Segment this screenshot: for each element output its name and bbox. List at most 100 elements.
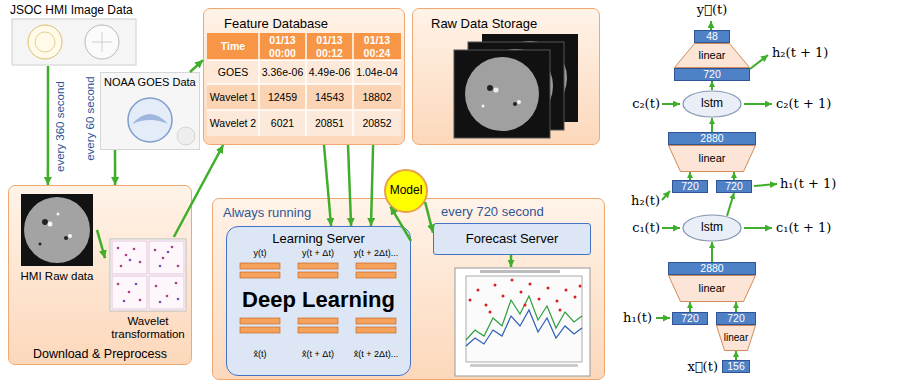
forecast-plot <box>547 287 550 290</box>
hmi-image <box>39 243 42 246</box>
node-title: Always running <box>223 204 323 222</box>
connector-arrow <box>733 172 735 180</box>
hmi-image <box>42 219 48 225</box>
forecast-plot <box>455 268 590 376</box>
wavelet-image <box>125 254 128 257</box>
node-title: 720 <box>673 181 707 192</box>
table-cell: 3.36e-06 <box>260 60 305 84</box>
node-title: linear <box>668 275 756 302</box>
network-bars <box>298 327 338 333</box>
network-bars <box>240 263 280 269</box>
node-title: HMI Raw data <box>17 269 97 285</box>
output-label: y(t + Δt) <box>289 247 347 260</box>
table-header: Time <box>208 33 258 60</box>
table-cell: 1.04e-04 <box>354 60 400 84</box>
node-text: Deep Learning <box>227 285 410 315</box>
node-title: linear <box>674 43 750 68</box>
wavelet-image <box>171 246 174 249</box>
size-box: 720 <box>672 180 708 193</box>
wavelet-image <box>175 282 178 285</box>
output-label: y(t + 2Δt)... <box>347 247 405 260</box>
hmi-image <box>48 222 53 227</box>
wavelet-image <box>162 257 165 260</box>
shape-outline <box>669 276 756 302</box>
node-title: 2880 <box>669 263 755 274</box>
jsoc-image <box>35 32 55 52</box>
size-box: 720 <box>716 180 752 193</box>
wavelet-image <box>159 301 162 304</box>
hmi-image <box>68 234 72 238</box>
table-cell: 6021 <box>260 110 305 136</box>
node-title: Raw Data Storage <box>431 15 596 33</box>
state-arrows <box>511 21 777 318</box>
forecast-plot <box>529 283 532 286</box>
state-arrows <box>662 227 680 229</box>
noaa-logo <box>177 127 195 145</box>
wavelet-image <box>123 300 126 303</box>
node-title: lstm <box>682 90 742 118</box>
wavelet-image <box>117 246 180 302</box>
state-arrows <box>710 21 712 30</box>
shape-outline <box>683 215 741 241</box>
lstm-cell: lstm <box>682 214 742 242</box>
forecast-plot <box>538 298 541 301</box>
wavelet-image <box>139 261 142 264</box>
connector-arrow <box>727 193 734 216</box>
hmi-image <box>64 236 68 240</box>
node-title: Model <box>384 169 428 213</box>
table-cell: Wavelet 1 <box>208 84 258 110</box>
wavelet-image <box>110 239 186 311</box>
connector-arrow <box>735 302 737 312</box>
jsoc-image <box>12 19 136 65</box>
forecast-plot <box>489 311 492 314</box>
network-bars <box>298 318 338 324</box>
node-title: Download & Preprocess <box>9 345 191 363</box>
wavelet-image <box>139 299 142 302</box>
wavelet-image <box>155 285 158 288</box>
hmi-image <box>21 194 93 266</box>
wavelet-image <box>177 298 180 301</box>
size-box: 48 <box>694 30 730 43</box>
shape-outline <box>675 44 750 68</box>
variable-label: c₁(t) <box>614 219 660 237</box>
node-title: Learning Server <box>227 230 410 248</box>
variable-label: y⃗(t) <box>687 1 737 19</box>
node-title: Forecast Server <box>434 224 590 254</box>
state-arrows <box>510 255 513 267</box>
input-label: x̂(t) <box>231 348 289 361</box>
size-box: 720 <box>716 312 756 325</box>
variable-label: h₂(t) <box>612 192 660 210</box>
jsoc-image <box>92 32 112 52</box>
edge-label: every 360 second <box>53 79 66 174</box>
table-cell: 20851 <box>307 110 352 136</box>
node-title: JSOC HMI Image Data <box>10 2 138 19</box>
linear-layer: linear <box>668 145 756 172</box>
forecast-plot <box>477 289 480 292</box>
state-arrows <box>744 227 772 229</box>
state-arrows <box>662 103 680 105</box>
network-bars <box>356 263 396 269</box>
size-box: 2880 <box>668 132 756 145</box>
wavelet-image <box>154 249 157 252</box>
connector-arrow <box>711 81 713 90</box>
input-label: x̂(t + 2Δt)... <box>347 348 405 361</box>
forecast-plot <box>494 284 497 287</box>
wavelet-image <box>117 247 120 250</box>
feature-table <box>207 33 401 136</box>
wavelet-image <box>135 283 138 286</box>
table-cell: 4.49e-06 <box>307 60 352 84</box>
table-header: 01/13 00:00 <box>260 33 305 60</box>
forecast-plot <box>524 304 527 307</box>
wavelet-image <box>167 251 170 254</box>
node-title: 720 <box>673 313 707 324</box>
wavelet-image <box>129 259 132 262</box>
variable-label: h₁(t + 1) <box>780 175 856 193</box>
node-title: 156 <box>723 361 749 372</box>
shape-outline <box>717 326 756 351</box>
input-label: x̂(t + Δt) <box>289 348 347 361</box>
feature-table <box>207 84 401 110</box>
wavelet-image <box>177 265 180 268</box>
node-title: linear <box>716 325 756 351</box>
edge-label: every 60 second <box>84 74 97 162</box>
raw-images <box>465 57 539 131</box>
